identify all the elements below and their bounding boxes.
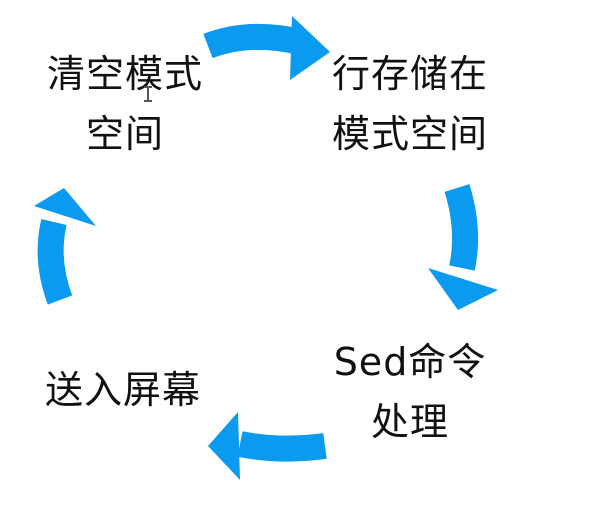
node-store-line1: 行存储在 [331,52,488,96]
node-sed-command: Sed命令 处理 [325,332,495,452]
arrow-clear-to-store [203,16,330,80]
arrow-store-to-sed [428,184,498,310]
node-clear-line1: 清空模式 [46,52,203,96]
node-clear-pattern-space: 清空模式 空间 [40,44,210,164]
node-store-line: 行存储在 模式空间 [325,44,495,164]
text-cursor-icon [144,86,152,102]
arrow-send-to-clear [34,188,96,305]
node-sed-line1: Sed命令 [333,340,487,384]
node-send-line1: 送入屏幕 [44,368,201,412]
node-send-to-screen: 送入屏幕 [38,360,208,420]
arrow-sed-to-send [208,412,327,480]
node-store-line2: 模式空间 [331,112,488,156]
node-sed-line2: 处理 [370,400,449,444]
node-clear-line2: 空间 [85,112,164,156]
